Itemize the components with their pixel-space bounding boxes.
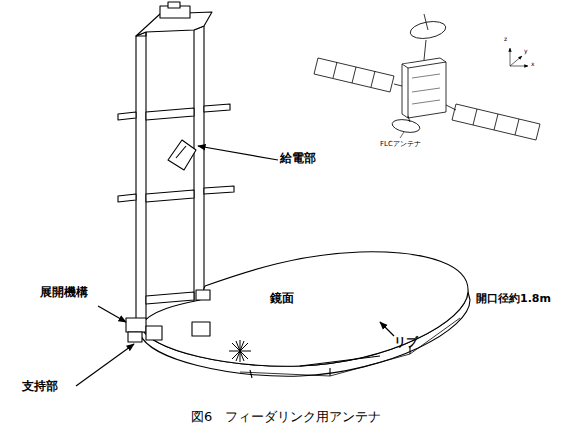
leader-line <box>76 344 134 386</box>
cross-bar <box>146 190 194 202</box>
cross-bar <box>146 108 194 120</box>
leader-line <box>198 146 278 160</box>
axis-label: y <box>524 48 528 55</box>
part-label: 支持部 <box>22 380 58 393</box>
axis-label: z <box>504 36 507 43</box>
feed-horn <box>168 140 196 170</box>
part-label: FLCアンテナ <box>380 141 421 149</box>
figure-caption: 図6 フィーダリンク用アンテナ <box>191 410 381 424</box>
deploy-mechanism <box>126 318 146 332</box>
part-label: 展開機構 <box>40 286 88 299</box>
side-arm <box>118 194 136 202</box>
axis-label: x <box>531 61 535 68</box>
dimension-label: 開口径約1.8m <box>476 293 551 305</box>
side-arm <box>118 112 136 120</box>
feed-pattern <box>229 340 251 362</box>
leader-line <box>98 306 126 322</box>
side-arm <box>204 104 230 112</box>
part-label: 給電部 <box>280 152 316 165</box>
satellite-inset <box>314 14 540 140</box>
reflector-surface <box>140 252 468 366</box>
part-label: リブ <box>394 336 418 349</box>
side-arm <box>204 186 234 194</box>
axes <box>510 48 528 66</box>
cross-bar <box>146 292 194 304</box>
frame-post <box>194 26 204 334</box>
frame-post <box>136 32 146 334</box>
part-label: 鏡面 <box>270 292 294 305</box>
support <box>128 332 142 342</box>
leader-line <box>380 322 394 336</box>
